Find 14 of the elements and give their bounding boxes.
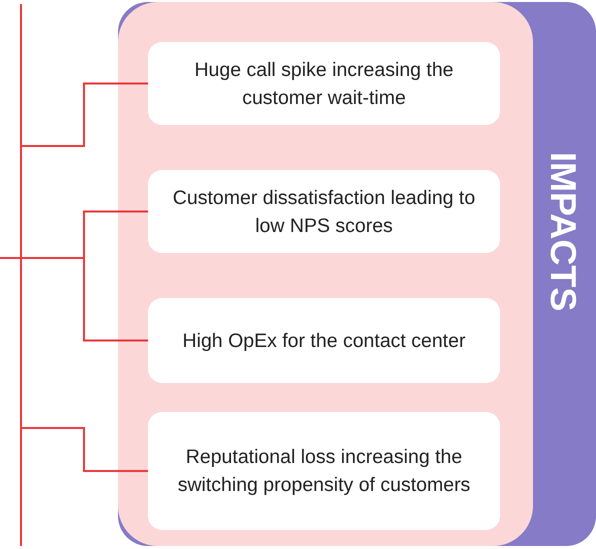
- connector-line: [0, 257, 21, 259]
- band-title: IMPACTS: [543, 152, 583, 312]
- impact-box: [148, 412, 500, 530]
- impact-box: [148, 170, 500, 253]
- impacts-band: [118, 2, 596, 546]
- impact-text: Customer dissatisfaction leading to low NPS scores: [172, 186, 476, 238]
- impact-box: [148, 298, 500, 383]
- impact-text: Reputational loss increasing the switching propensity of customers: [176, 445, 472, 498]
- impact-box: [148, 42, 500, 125]
- connector-line: [21, 427, 148, 472]
- connector-line: [21, 82, 148, 147]
- trunk-line: [20, 4, 22, 546]
- impact-text: Huge call spike increasing the customer wait-time: [193, 58, 455, 110]
- impact-text: High OpEx for the contact center: [182, 328, 466, 354]
